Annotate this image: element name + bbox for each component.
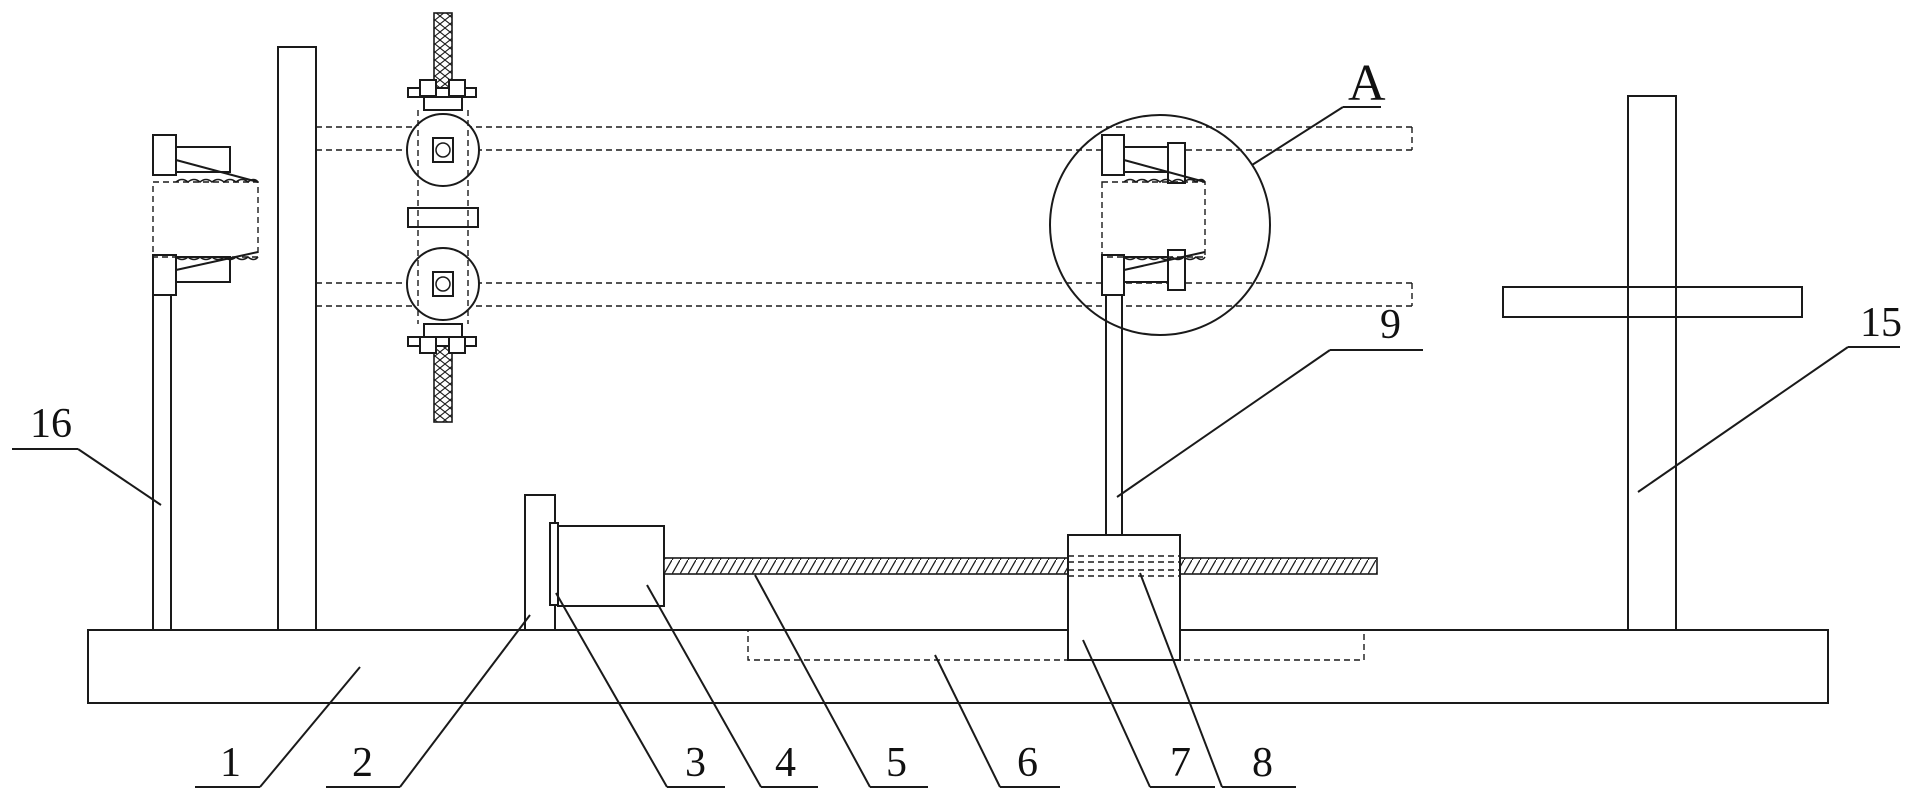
left-column-16: [152, 289, 172, 631]
leader-lines: [12, 106, 1900, 788]
left-clamp-assembly: [152, 134, 259, 296]
right-clamp-assembly: [1101, 134, 1206, 296]
roller-rack-assembly: [406, 12, 480, 423]
label-4: 4: [775, 740, 796, 786]
label-16: 16: [30, 401, 72, 447]
guide-rail: [747, 629, 1365, 661]
slider-block-7: [1067, 534, 1181, 661]
cross-stand-15: [1627, 95, 1677, 631]
base-plate: [87, 629, 1829, 704]
motor-4: [557, 525, 665, 607]
label-5: 5: [886, 740, 907, 786]
workpiece-outline: [316, 126, 1413, 307]
detail-circle-a: [1049, 114, 1271, 336]
label-9: 9: [1380, 302, 1401, 348]
label-3: 3: [685, 740, 706, 786]
label-8: 8: [1252, 740, 1273, 786]
label-15: 15: [1860, 300, 1902, 346]
label-7: 7: [1170, 740, 1191, 786]
lead-screw-5: [663, 557, 1378, 575]
label-a: A: [1348, 55, 1386, 112]
label-6: 6: [1017, 740, 1038, 786]
label-1: 1: [220, 740, 241, 786]
label-2: 2: [352, 740, 373, 786]
tall-vertical-plate: [277, 46, 317, 631]
motor-support-2: [524, 494, 556, 631]
